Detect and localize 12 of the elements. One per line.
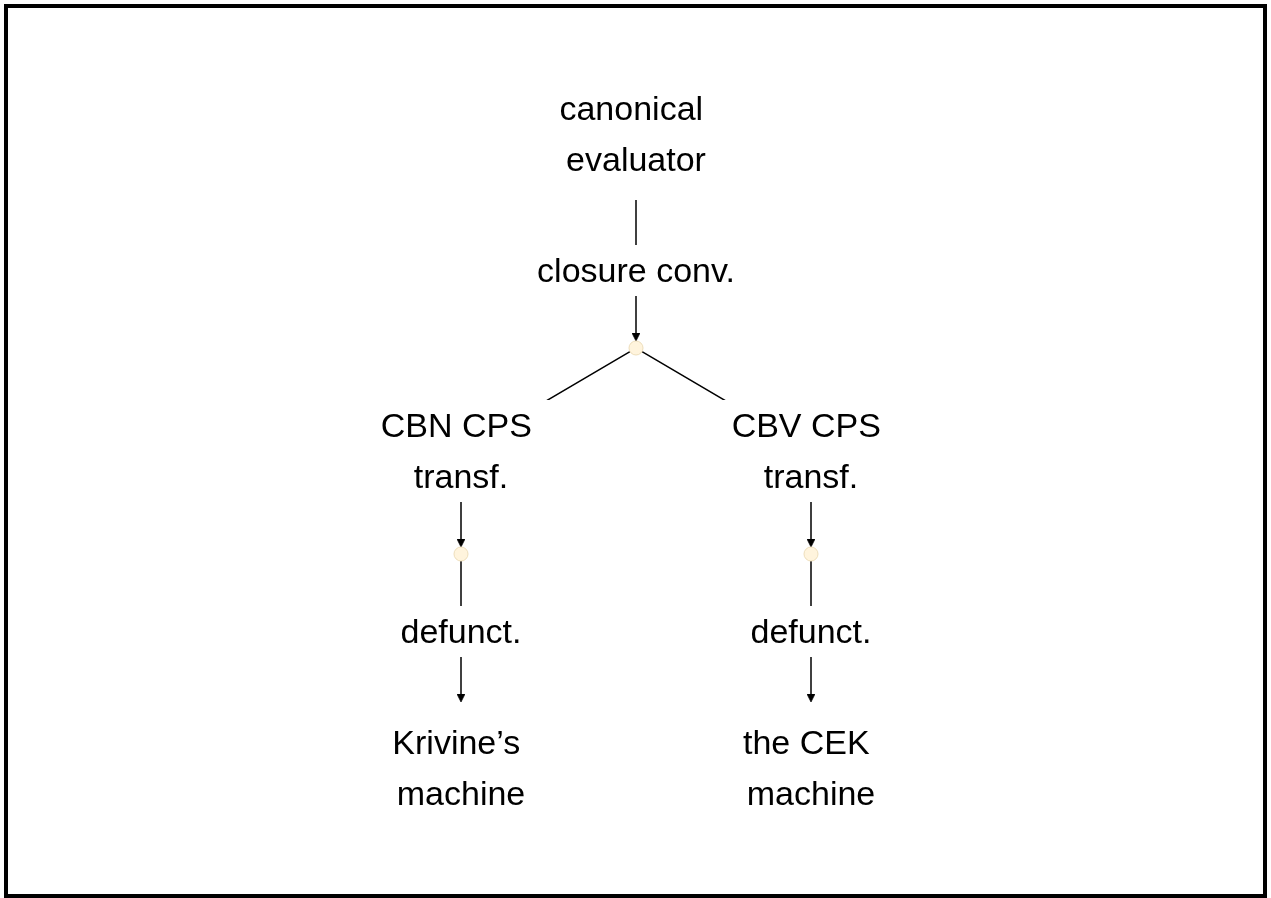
edge-label: defunct. — [750, 612, 871, 650]
node-point — [453, 546, 468, 562]
edge-label: CBN CPS transf. — [380, 406, 532, 495]
node-text: Krivine’s machine — [391, 723, 525, 812]
node-point — [803, 546, 818, 562]
frame-border: closure conv. CBN CPS transf. CBV CPS transf. defunct. defunct. canonical evaluator Krivine’s machine the CEK machine — [4, 4, 1267, 898]
node-text: canonical evaluator — [558, 89, 706, 178]
edge-label: CBV CPS transf. — [731, 406, 881, 495]
edge-label: defunct. — [400, 612, 521, 650]
edge-label: closure conv. — [536, 251, 735, 289]
node-text: the CEK machine — [742, 723, 875, 812]
node-point — [628, 340, 643, 356]
